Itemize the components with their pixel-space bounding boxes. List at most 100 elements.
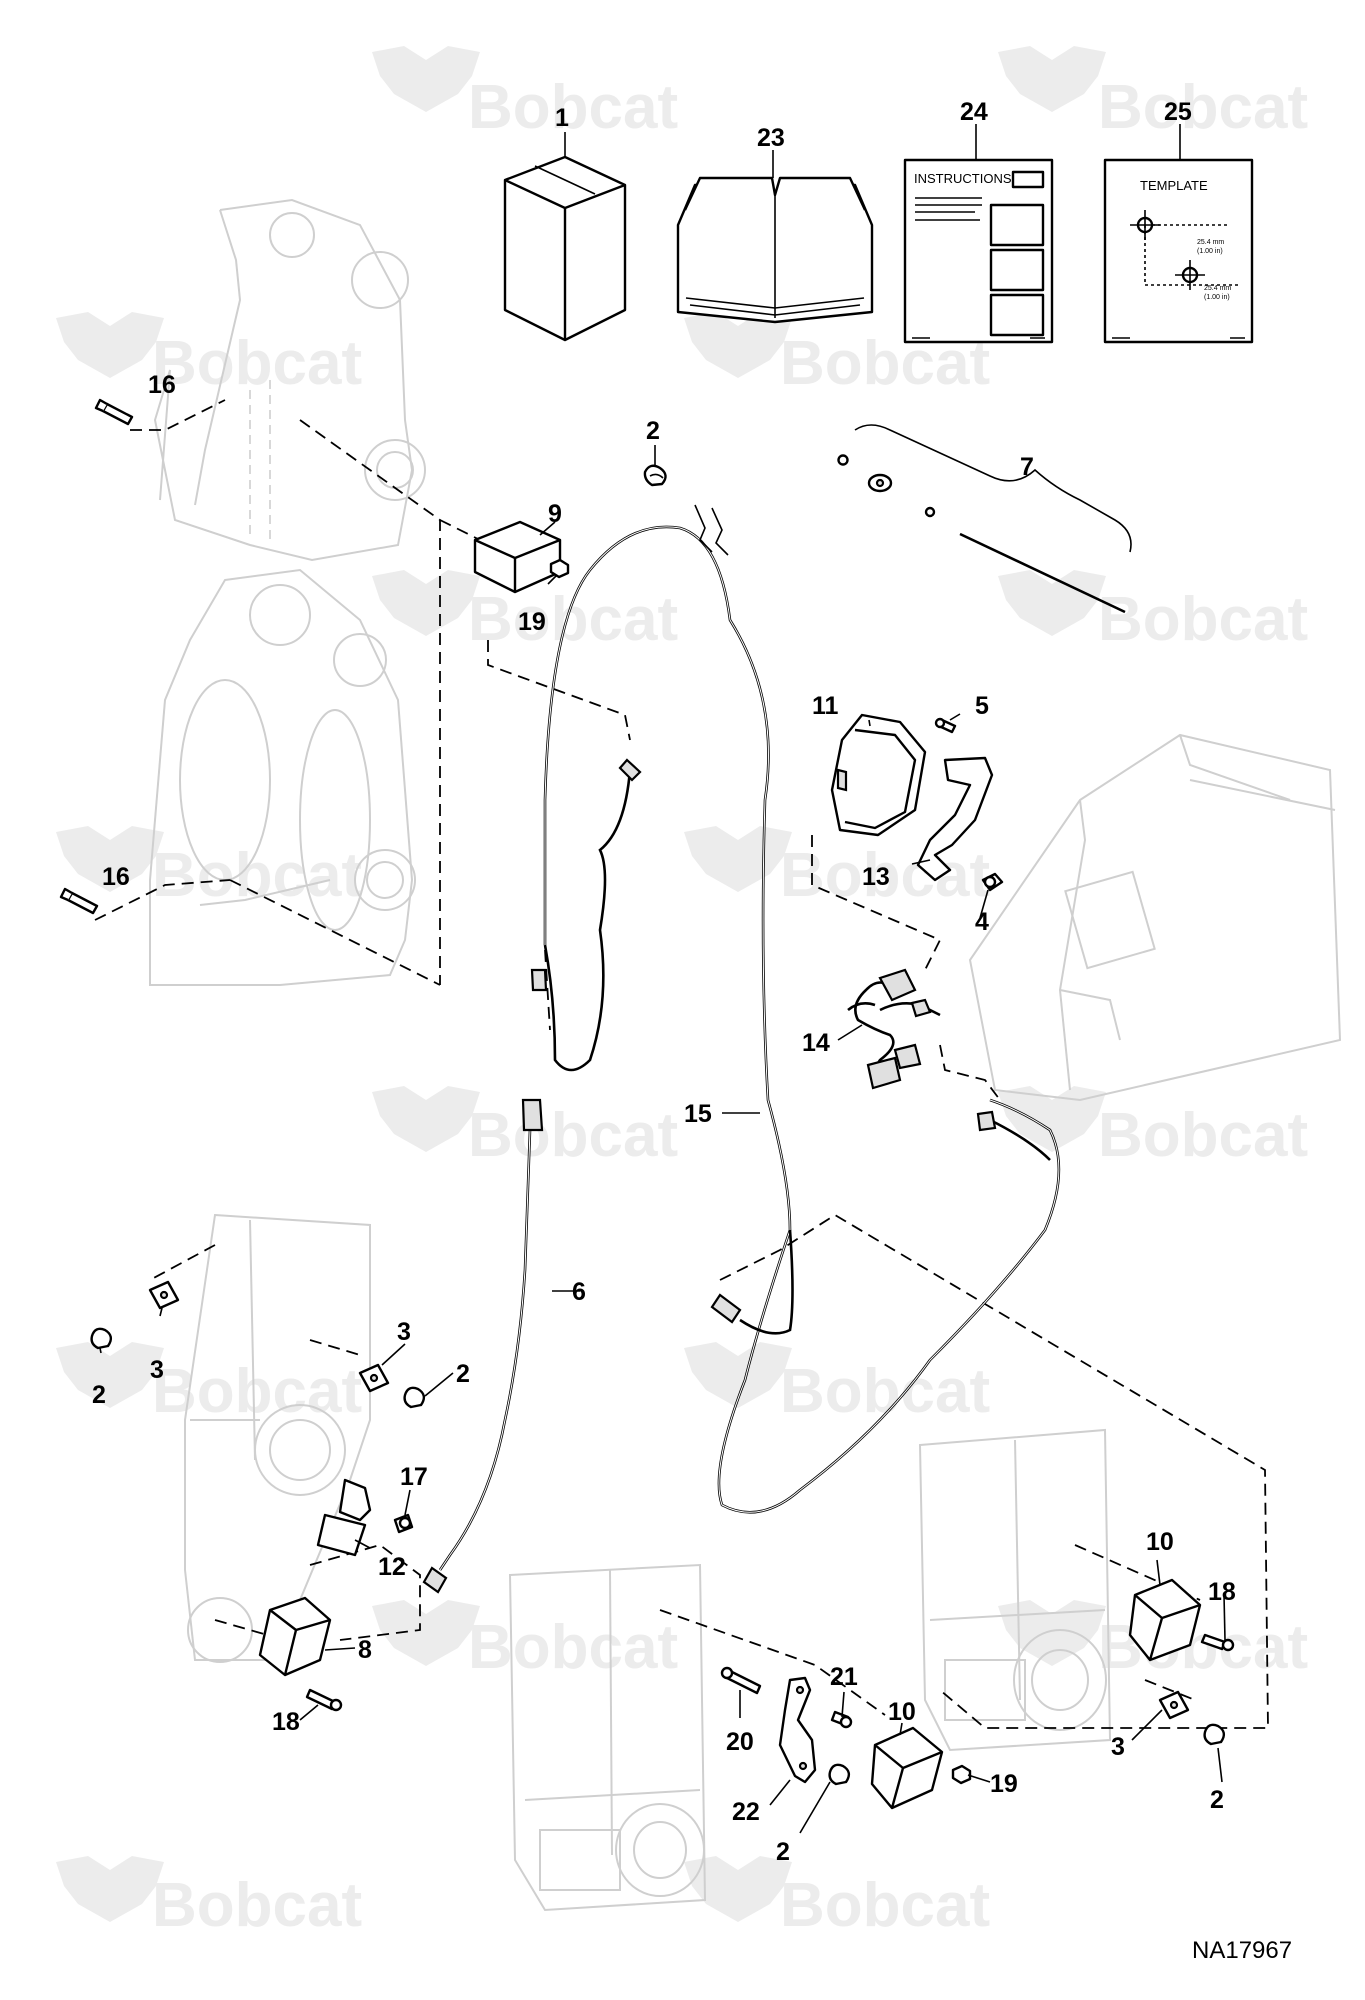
watermark-text: Bobcat (780, 1871, 990, 1940)
part-module-9 (473, 520, 562, 594)
watermark-text: Bobcat (468, 73, 678, 142)
watermark-text: Bobcat (1098, 1613, 1308, 1682)
part-bracket-22 (778, 1676, 817, 1784)
callout-24: 24 (960, 98, 988, 126)
part-antenna-kit (837, 424, 1132, 614)
callout-10-right: 10 (1146, 1528, 1174, 1556)
callout-19-top: 19 (518, 608, 546, 636)
callout-8: 8 (358, 1636, 372, 1664)
watermark-logo-icon (56, 826, 164, 892)
template-dim-horizontal-in: (1.00 in) (1204, 294, 1230, 301)
watermark-layer: Bobcat Bobcat Bobcat Bobcat Bobcat Bobca… (56, 46, 1308, 1940)
part-bolt-18-left (305, 1688, 343, 1712)
callout-2-right: 2 (1210, 1786, 1224, 1814)
part-tie-mount-3-mid (358, 1363, 390, 1393)
callout-12: 12 (378, 1553, 406, 1581)
template-dim-vertical-in: (1.00 in) (1197, 248, 1223, 255)
part-module-10-right (1128, 1578, 1202, 1662)
part-harness-6 (422, 968, 548, 1594)
template-dim-horizontal: 25.4 mm (1204, 285, 1231, 292)
watermark-text: Bobcat (1098, 585, 1308, 654)
callout-2-left: 2 (92, 1381, 106, 1409)
callout-3-mid: 3 (397, 1318, 411, 1346)
watermark-logo-icon (998, 570, 1106, 636)
watermark-logo-icon (998, 46, 1106, 112)
part-bolt-20 (720, 1666, 762, 1695)
instructions-title: INSTRUCTIONS (914, 171, 1012, 186)
part-clip-2-right (1203, 1723, 1226, 1746)
part-sensor-12 (316, 1478, 372, 1557)
watermark-logo-icon (684, 312, 792, 378)
part-bolt-16-mid (59, 887, 99, 915)
callout-25: 25 (1164, 98, 1192, 126)
callout-labels: 1 23 24 25 16 2 9 7 19 11 5 13 4 16 14 1… (92, 98, 1236, 1866)
part-bolt-21 (830, 1710, 853, 1729)
template-dim-vertical: 25.4 mm (1197, 239, 1224, 246)
part-bolt-18-right (1200, 1633, 1235, 1652)
callout-11: 11 (812, 692, 839, 720)
part-clip-2-top (643, 464, 667, 487)
watermark-logo-icon (372, 1086, 480, 1152)
part-adapter-harness-14 (847, 968, 1051, 1161)
part-clip-2-bottom (828, 1763, 851, 1786)
callout-20: 20 (726, 1728, 754, 1756)
callout-2-bottom: 2 (776, 1838, 790, 1866)
part-kit-box (503, 155, 627, 342)
callout-13: 13 (862, 863, 890, 891)
part-bolt-16-top (94, 398, 134, 426)
rear-upright-center-ghost (508, 1563, 707, 1912)
watermark-logo-icon (372, 570, 480, 636)
watermark-logo-icon (56, 312, 164, 378)
callout-21: 21 (830, 1663, 858, 1691)
callout-15: 15 (684, 1100, 712, 1128)
watermark-text: Bobcat (152, 1871, 362, 1940)
loader-arm-upper-ghost (153, 198, 426, 562)
part-controller-11 (830, 713, 927, 837)
leader-lines (99, 124, 1226, 1834)
part-instructions-sheet: INSTRUCTIONS (903, 158, 1054, 344)
part-tie-mount-3-left (148, 1280, 180, 1310)
callout-16-mid: 16 (102, 863, 130, 891)
part-module-8 (258, 1596, 332, 1677)
callout-9: 9 (548, 500, 562, 528)
cab-fender-ghost (968, 733, 1342, 1102)
callout-3-right: 3 (1111, 1733, 1125, 1761)
callout-10-bottom: 10 (888, 1698, 916, 1726)
watermark-text: Bobcat (468, 585, 678, 654)
loader-arm-lower-ghost (149, 568, 416, 986)
watermark-text: Bobcat (468, 1101, 678, 1170)
watermark-text: Bobcat (1098, 1101, 1308, 1170)
watermark-logo-icon (998, 1600, 1106, 1666)
part-nut-19-top (549, 558, 570, 579)
callout-18-right: 18 (1208, 1578, 1236, 1606)
callout-6: 6 (572, 1278, 586, 1306)
callout-17: 17 (400, 1463, 428, 1491)
watermark-text: Bobcat (152, 329, 362, 398)
watermark-text: Bobcat (1098, 73, 1308, 142)
part-tie-mount-3-right (1158, 1690, 1190, 1720)
part-clip-2-left (90, 1327, 113, 1350)
watermark-logo-icon (372, 1600, 480, 1666)
part-nut-19-bottom (951, 1764, 972, 1785)
callout-5: 5 (975, 692, 989, 720)
watermark-logo-icon (56, 1342, 164, 1408)
callout-2-top: 2 (646, 417, 660, 445)
drawing-number: NA17967 (1192, 1937, 1292, 1964)
callout-3-left: 3 (150, 1356, 164, 1384)
watermark-logo-icon (684, 826, 792, 892)
part-operation-manual (676, 176, 874, 324)
watermark-text: Bobcat (152, 1357, 362, 1426)
part-template-sheet: TEMPLATE 25.4 mm (1.00 in) 25.4 mm (1.00… (1103, 158, 1254, 344)
part-harness-15 (543, 504, 1061, 1514)
watermark-logo-icon (684, 1856, 792, 1922)
callout-2-mid: 2 (456, 1360, 470, 1388)
watermark-text: Bobcat (780, 841, 990, 910)
callout-18-left: 18 (272, 1708, 300, 1736)
part-bolt-17 (393, 1513, 414, 1534)
watermark-logo-icon (56, 1856, 164, 1922)
part-bolt-4 (981, 872, 1004, 892)
callout-19-bottom: 19 (990, 1770, 1018, 1798)
part-screw-5 (934, 717, 957, 734)
